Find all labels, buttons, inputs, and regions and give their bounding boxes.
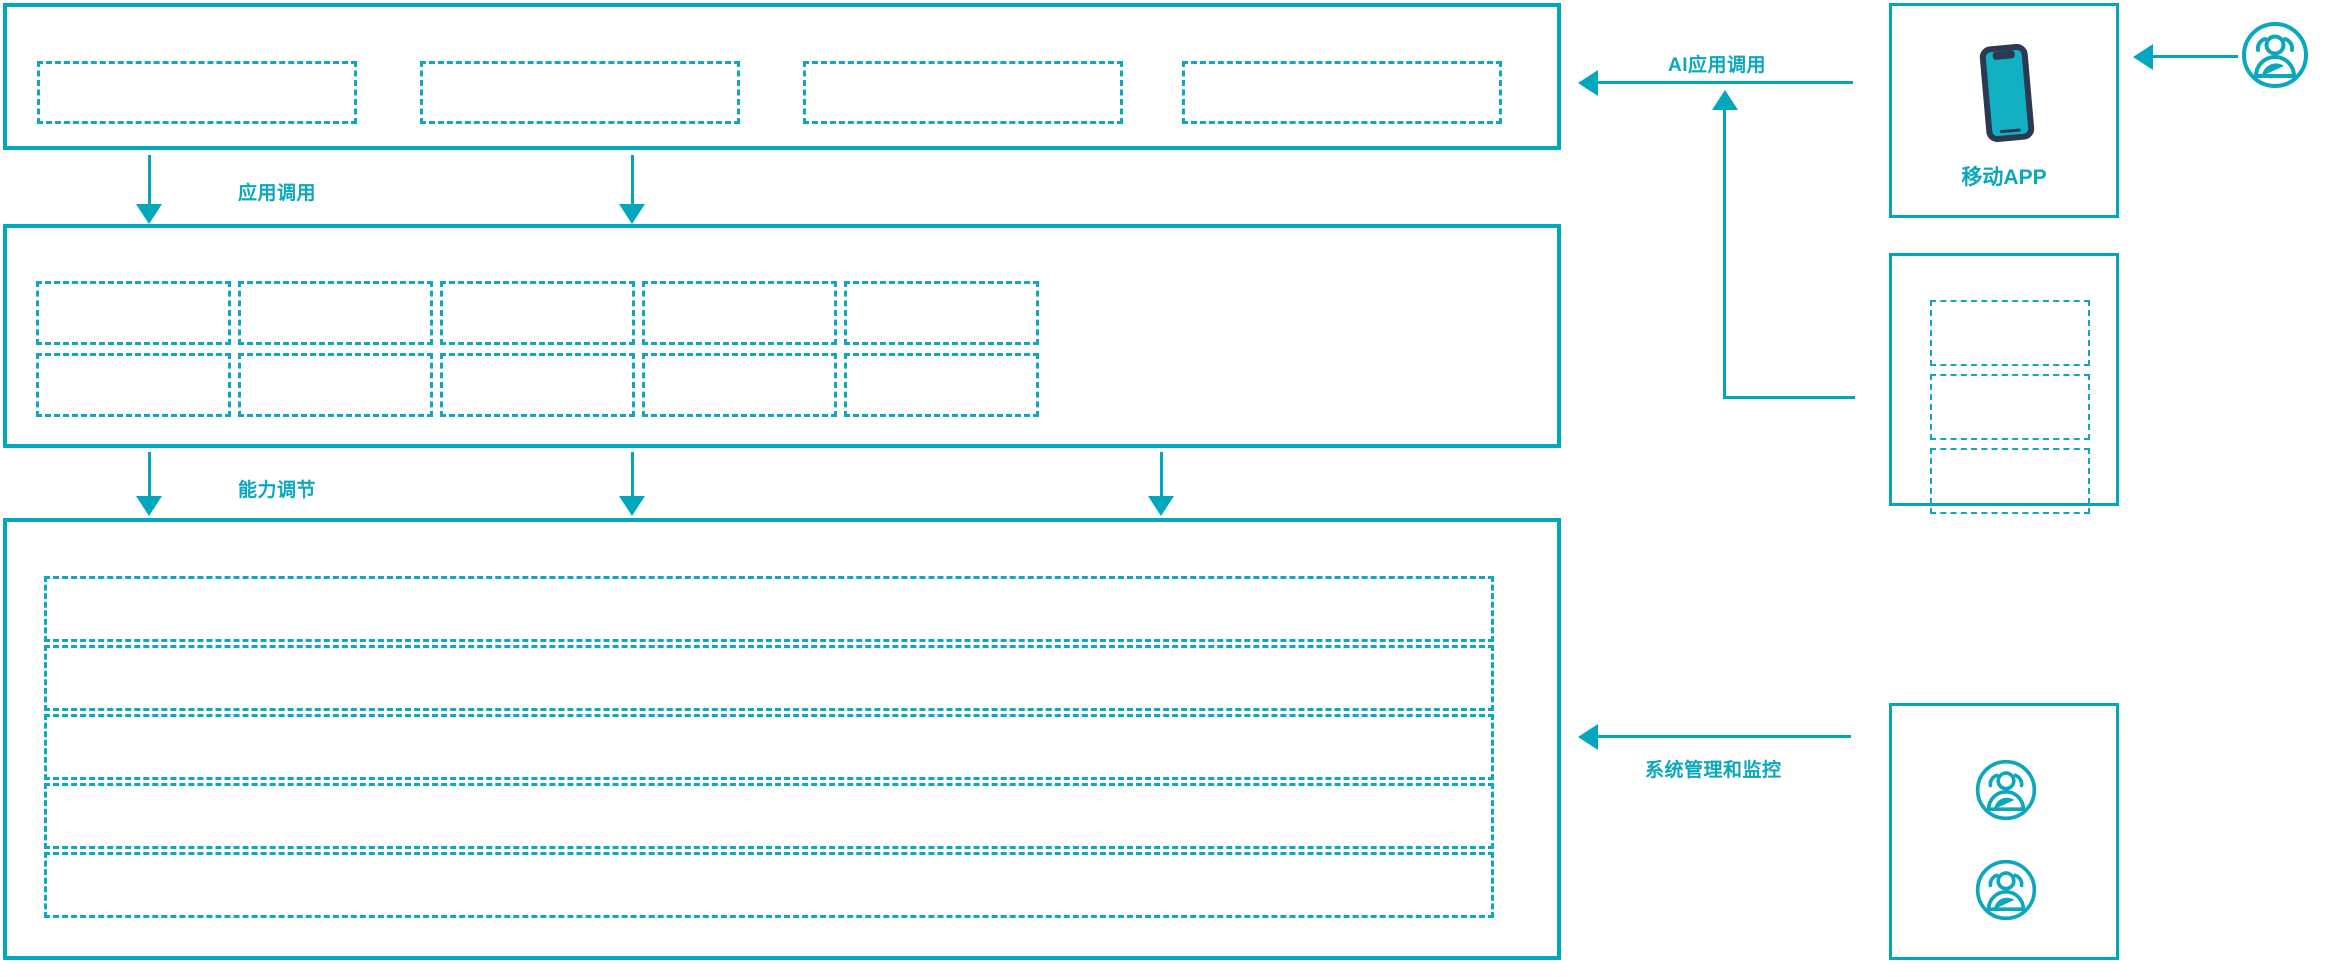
- app-call-line-left: [148, 155, 151, 212]
- external-user-group-icon: [2240, 20, 2310, 90]
- service-slot-3[interactable]: [1930, 448, 2090, 514]
- application-layer-panel: [3, 3, 1561, 150]
- capability-layer-panel: [3, 224, 1561, 448]
- system-admin-monitor-label: 系统管理和监控: [1645, 760, 1782, 781]
- capability-adjust-line-1: [148, 452, 151, 504]
- capability-adjust-line-2: [631, 452, 634, 504]
- cap-slot-r1c5[interactable]: [844, 281, 1039, 345]
- cap-slot-r1c4[interactable]: [642, 281, 837, 345]
- external-user-line: [2153, 55, 2238, 58]
- system-admin-monitor-line: [1598, 735, 1851, 738]
- cap-slot-r1c3[interactable]: [440, 281, 635, 345]
- platform-row-1[interactable]: [44, 576, 1494, 642]
- capability-adjust-arrowhead-2: [619, 496, 645, 516]
- app-slot-4[interactable]: [1182, 61, 1502, 124]
- service-elbow-vertical: [1723, 105, 1726, 399]
- cap-slot-r2c1[interactable]: [36, 353, 231, 417]
- platform-row-4[interactable]: [44, 783, 1494, 849]
- capability-adjust-label: 能力调节: [238, 480, 317, 501]
- app-slot-1[interactable]: [37, 61, 357, 124]
- service-panel: [1889, 253, 2119, 514]
- admin-user-group-icon-1: [1974, 758, 2038, 822]
- app-call-arrowhead-right: [619, 204, 645, 224]
- system-admin-monitor-arrowhead: [1578, 724, 1598, 750]
- smartphone-icon: [1962, 38, 2052, 148]
- capability-adjust-line-3: [1160, 452, 1163, 504]
- platform-layer-panel: [3, 518, 1561, 960]
- cap-slot-r1c1[interactable]: [36, 281, 231, 345]
- cap-slot-r2c3[interactable]: [440, 353, 635, 417]
- mobile-app-caption: 移动APP: [1961, 166, 2047, 189]
- service-elbow-arrowhead: [1712, 90, 1738, 110]
- capability-adjust-arrowhead-1: [136, 496, 162, 516]
- admin-user-group-icon-2: [1974, 858, 2038, 922]
- ai-app-call-line: [1598, 81, 1853, 84]
- app-slot-3[interactable]: [803, 61, 1123, 124]
- app-call-line-right: [631, 155, 634, 212]
- external-user-arrowhead: [2133, 44, 2153, 70]
- cap-slot-r2c2[interactable]: [238, 353, 433, 417]
- cap-slot-r1c2[interactable]: [238, 281, 433, 345]
- service-slot-1[interactable]: [1930, 300, 2090, 366]
- platform-row-3[interactable]: [44, 714, 1494, 780]
- capability-adjust-arrowhead-3: [1148, 496, 1174, 516]
- platform-row-2[interactable]: [44, 645, 1494, 711]
- app-slot-2[interactable]: [420, 61, 740, 124]
- service-elbow-horizontal: [1723, 396, 1855, 399]
- platform-row-5[interactable]: [44, 852, 1494, 918]
- ai-app-call-arrowhead: [1578, 70, 1598, 96]
- app-call-label: 应用调用: [238, 183, 317, 204]
- admin-panel: [1889, 703, 2119, 960]
- service-slot-2[interactable]: [1930, 374, 2090, 440]
- cap-slot-r2c5[interactable]: [844, 353, 1039, 417]
- cap-slot-r2c4[interactable]: [642, 353, 837, 417]
- ai-app-call-label: AI应用调用: [1668, 55, 1767, 76]
- mobile-app-panel: 移动APP: [1889, 3, 2119, 218]
- app-call-arrowhead-left: [136, 204, 162, 224]
